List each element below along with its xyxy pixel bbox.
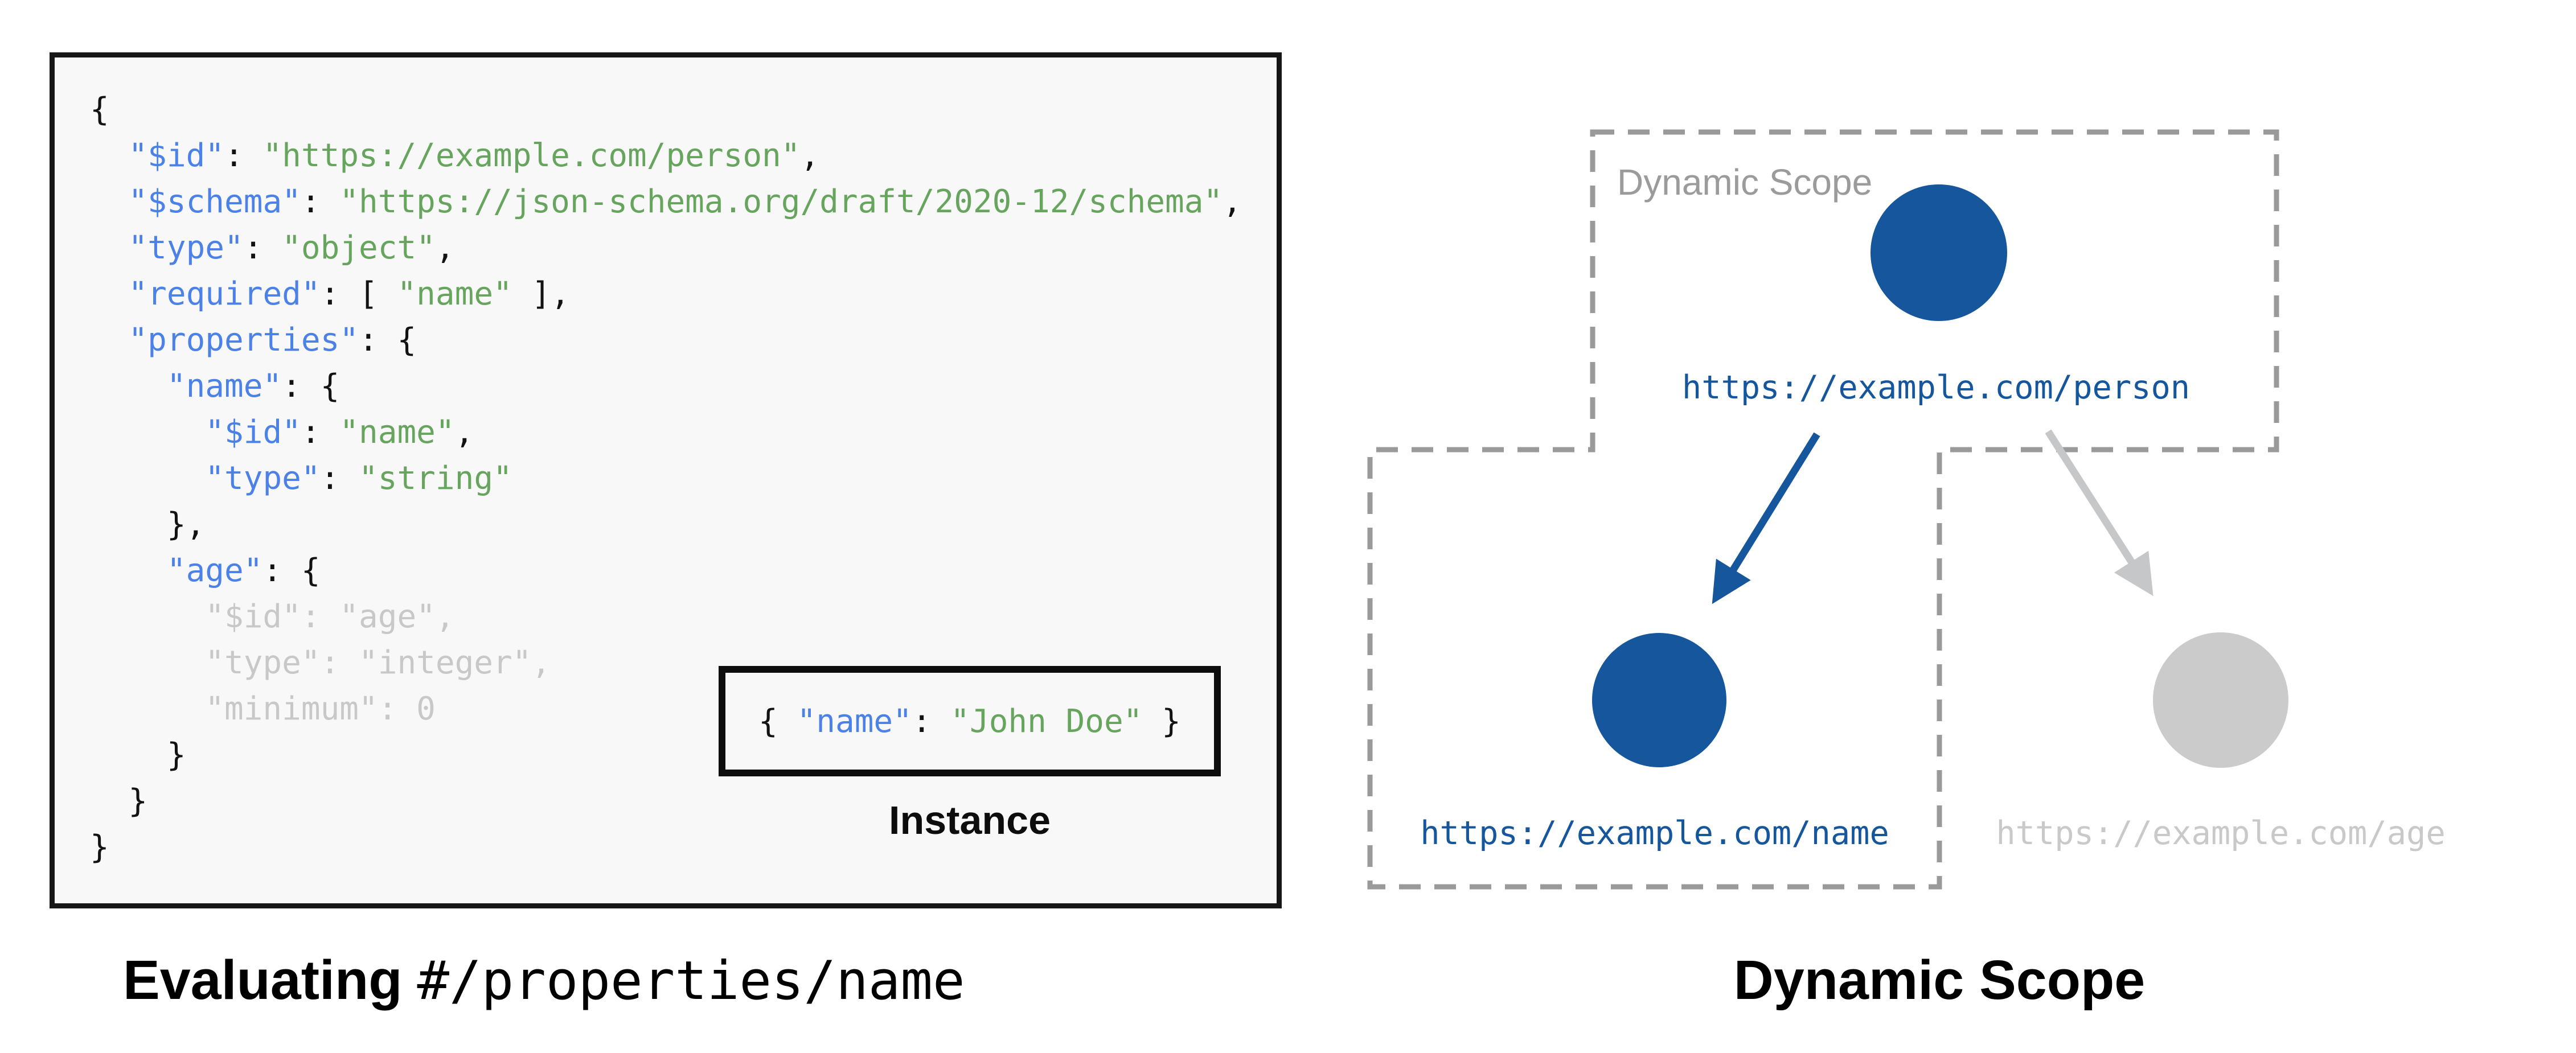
code-line: "$id": "age", [90, 598, 455, 635]
code-line: } [90, 737, 186, 774]
instance-code: { "name": "John Doe" } [758, 702, 1181, 740]
code-line: "$schema": "https://json-schema.org/draf… [128, 183, 1242, 220]
caption-dynamic-scope: Dynamic Scope [1733, 949, 2146, 1011]
code-line: }, [90, 506, 206, 543]
instance-box: { "name": "John Doe" } [719, 666, 1221, 776]
code-line: "type": "object", [128, 229, 455, 266]
code-line: "type": "string" [205, 460, 512, 497]
dynamic-scope-outline [1367, 129, 2279, 890]
code-line: "age": { [166, 552, 321, 589]
schema-code: { "$id": "https://example.com/person", "… [90, 87, 1242, 870]
age-node-circle [2153, 632, 2288, 768]
name-node-circle [1592, 633, 1726, 767]
code-line: } [90, 829, 109, 866]
caption-evaluating: Evaluating#/properties/name [123, 952, 965, 1010]
name-node-url: https://example.com/name [1420, 815, 1889, 852]
code-line: } [90, 783, 148, 820]
person-node-circle [1871, 184, 2007, 321]
age-node-url: https://example.com/age [1996, 815, 2445, 852]
code-line: "$id": "name", [205, 414, 474, 451]
caption-evaluating-word: Evaluating [123, 949, 403, 1011]
instance-label: Instance [889, 798, 1051, 842]
arrow-person-to-age [2045, 429, 2153, 597]
code-line: "$id": "https://example.com/person", [128, 137, 820, 174]
schema-code-panel [50, 52, 1282, 908]
code-line: "type": "integer", [90, 644, 551, 681]
arrow-person-to-name [1712, 432, 1820, 604]
dynamic-scope-region-label: Dynamic Scope [1617, 162, 1872, 203]
caption-json-pointer: #/properties/name [417, 950, 965, 1012]
code-line: "required": [ "name" ], [128, 275, 570, 312]
code-line: { [90, 91, 109, 128]
code-line: "minimum": 0 [90, 690, 436, 727]
code-line: "properties": { [128, 322, 417, 359]
code-line: "name": { [166, 368, 340, 405]
person-node-url: https://example.com/person [1682, 369, 2190, 406]
